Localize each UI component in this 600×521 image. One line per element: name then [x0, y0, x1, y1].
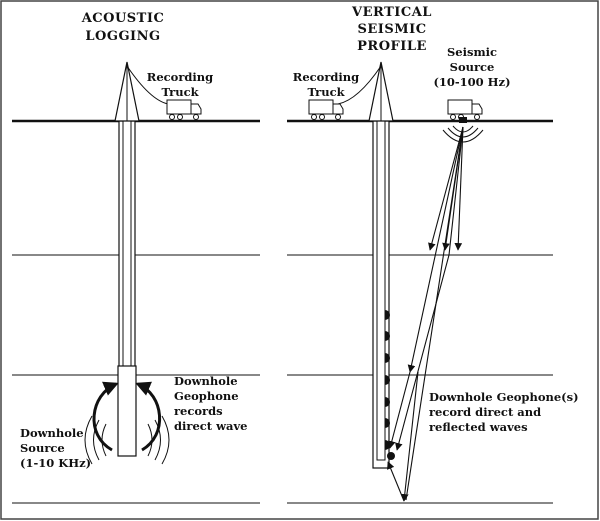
vertical-seismic-profile-panel: VERTICAL SEISMIC PROFILE Recording Truck…: [287, 5, 579, 504]
left-receiver-label-line-1: Downhole: [174, 374, 238, 388]
reflected-ray-3-up: [387, 461, 405, 502]
downhole-geophones: [385, 310, 395, 460]
left-receiver-label-line-3: records: [174, 404, 223, 418]
right-title-line-3: PROFILE: [357, 39, 427, 54]
reflected-ray-1: [395, 254, 450, 451]
right-title-line-2: SEISMIC: [357, 22, 426, 37]
left-source-label-line-2: Source: [20, 441, 65, 455]
left-source-label-line-3: (1-10 KHz): [20, 456, 91, 470]
left-source-emission-arcs: [84, 415, 170, 465]
ray-to-reflector-3: [405, 126, 464, 501]
right-geophone-cable: [376, 84, 386, 461]
geophone-3: [385, 353, 390, 363]
right-truck-label-line-1: Recording: [293, 70, 359, 84]
right-truck-cable: [337, 65, 382, 105]
left-truck-label-line-1: Recording: [147, 70, 213, 84]
seismic-source-truck-icon: [447, 99, 483, 123]
geophone-1: [385, 310, 390, 320]
ray-to-geophone-a: [388, 371, 411, 449]
ray-paths: [387, 126, 464, 502]
left-title-line-2: LOGGING: [85, 29, 160, 44]
right-receiver-label-line-2: record direct and: [429, 405, 541, 419]
right-receiver-label-line-1: Downhole Geophone(s): [429, 390, 579, 404]
ray-down-layer-3: [400, 371, 419, 502]
ray-to-reflector-1: [448, 126, 464, 256]
direct-ray-3: [454, 126, 464, 251]
geophone-4: [385, 375, 390, 385]
geophone-8: [387, 452, 395, 460]
left-source-label-line-1: Downhole: [20, 426, 84, 440]
direct-wave-arc-left: [92, 381, 119, 452]
geophone-2: [385, 331, 390, 341]
left-receiver-label-line-2: Geophone: [174, 389, 239, 403]
left-truck-label-line-2: Truck: [161, 85, 199, 99]
left-recording-truck-icon: [166, 99, 202, 120]
right-recording-truck-icon: [308, 99, 344, 120]
acoustic-logging-panel: ACOUSTIC LOGGING Recording Truck Downhol…: [12, 11, 260, 504]
ray-to-reflector-2: [407, 126, 464, 373]
direct-ray-1: [428, 126, 464, 251]
geophone-5: [385, 397, 390, 407]
left-title-line-1: ACOUSTIC: [81, 11, 165, 26]
acoustic-logging-tool: [117, 365, 137, 457]
seismic-source-label-line-2: Source: [450, 60, 495, 74]
right-receiver-label-line-3: reflected waves: [429, 420, 528, 434]
geophone-6: [385, 418, 390, 428]
seismic-source-label-line-3: (10-100 Hz): [433, 75, 510, 89]
left-truck-cable: [126, 65, 169, 105]
right-truck-label-line-2: Truck: [307, 85, 345, 99]
direct-wave-arc-right: [135, 381, 161, 452]
left-receiver-label-line-4: direct wave: [174, 419, 247, 433]
right-title-line-1: VERTICAL: [351, 5, 432, 20]
seismic-source-label-line-1: Seismic: [447, 45, 497, 59]
